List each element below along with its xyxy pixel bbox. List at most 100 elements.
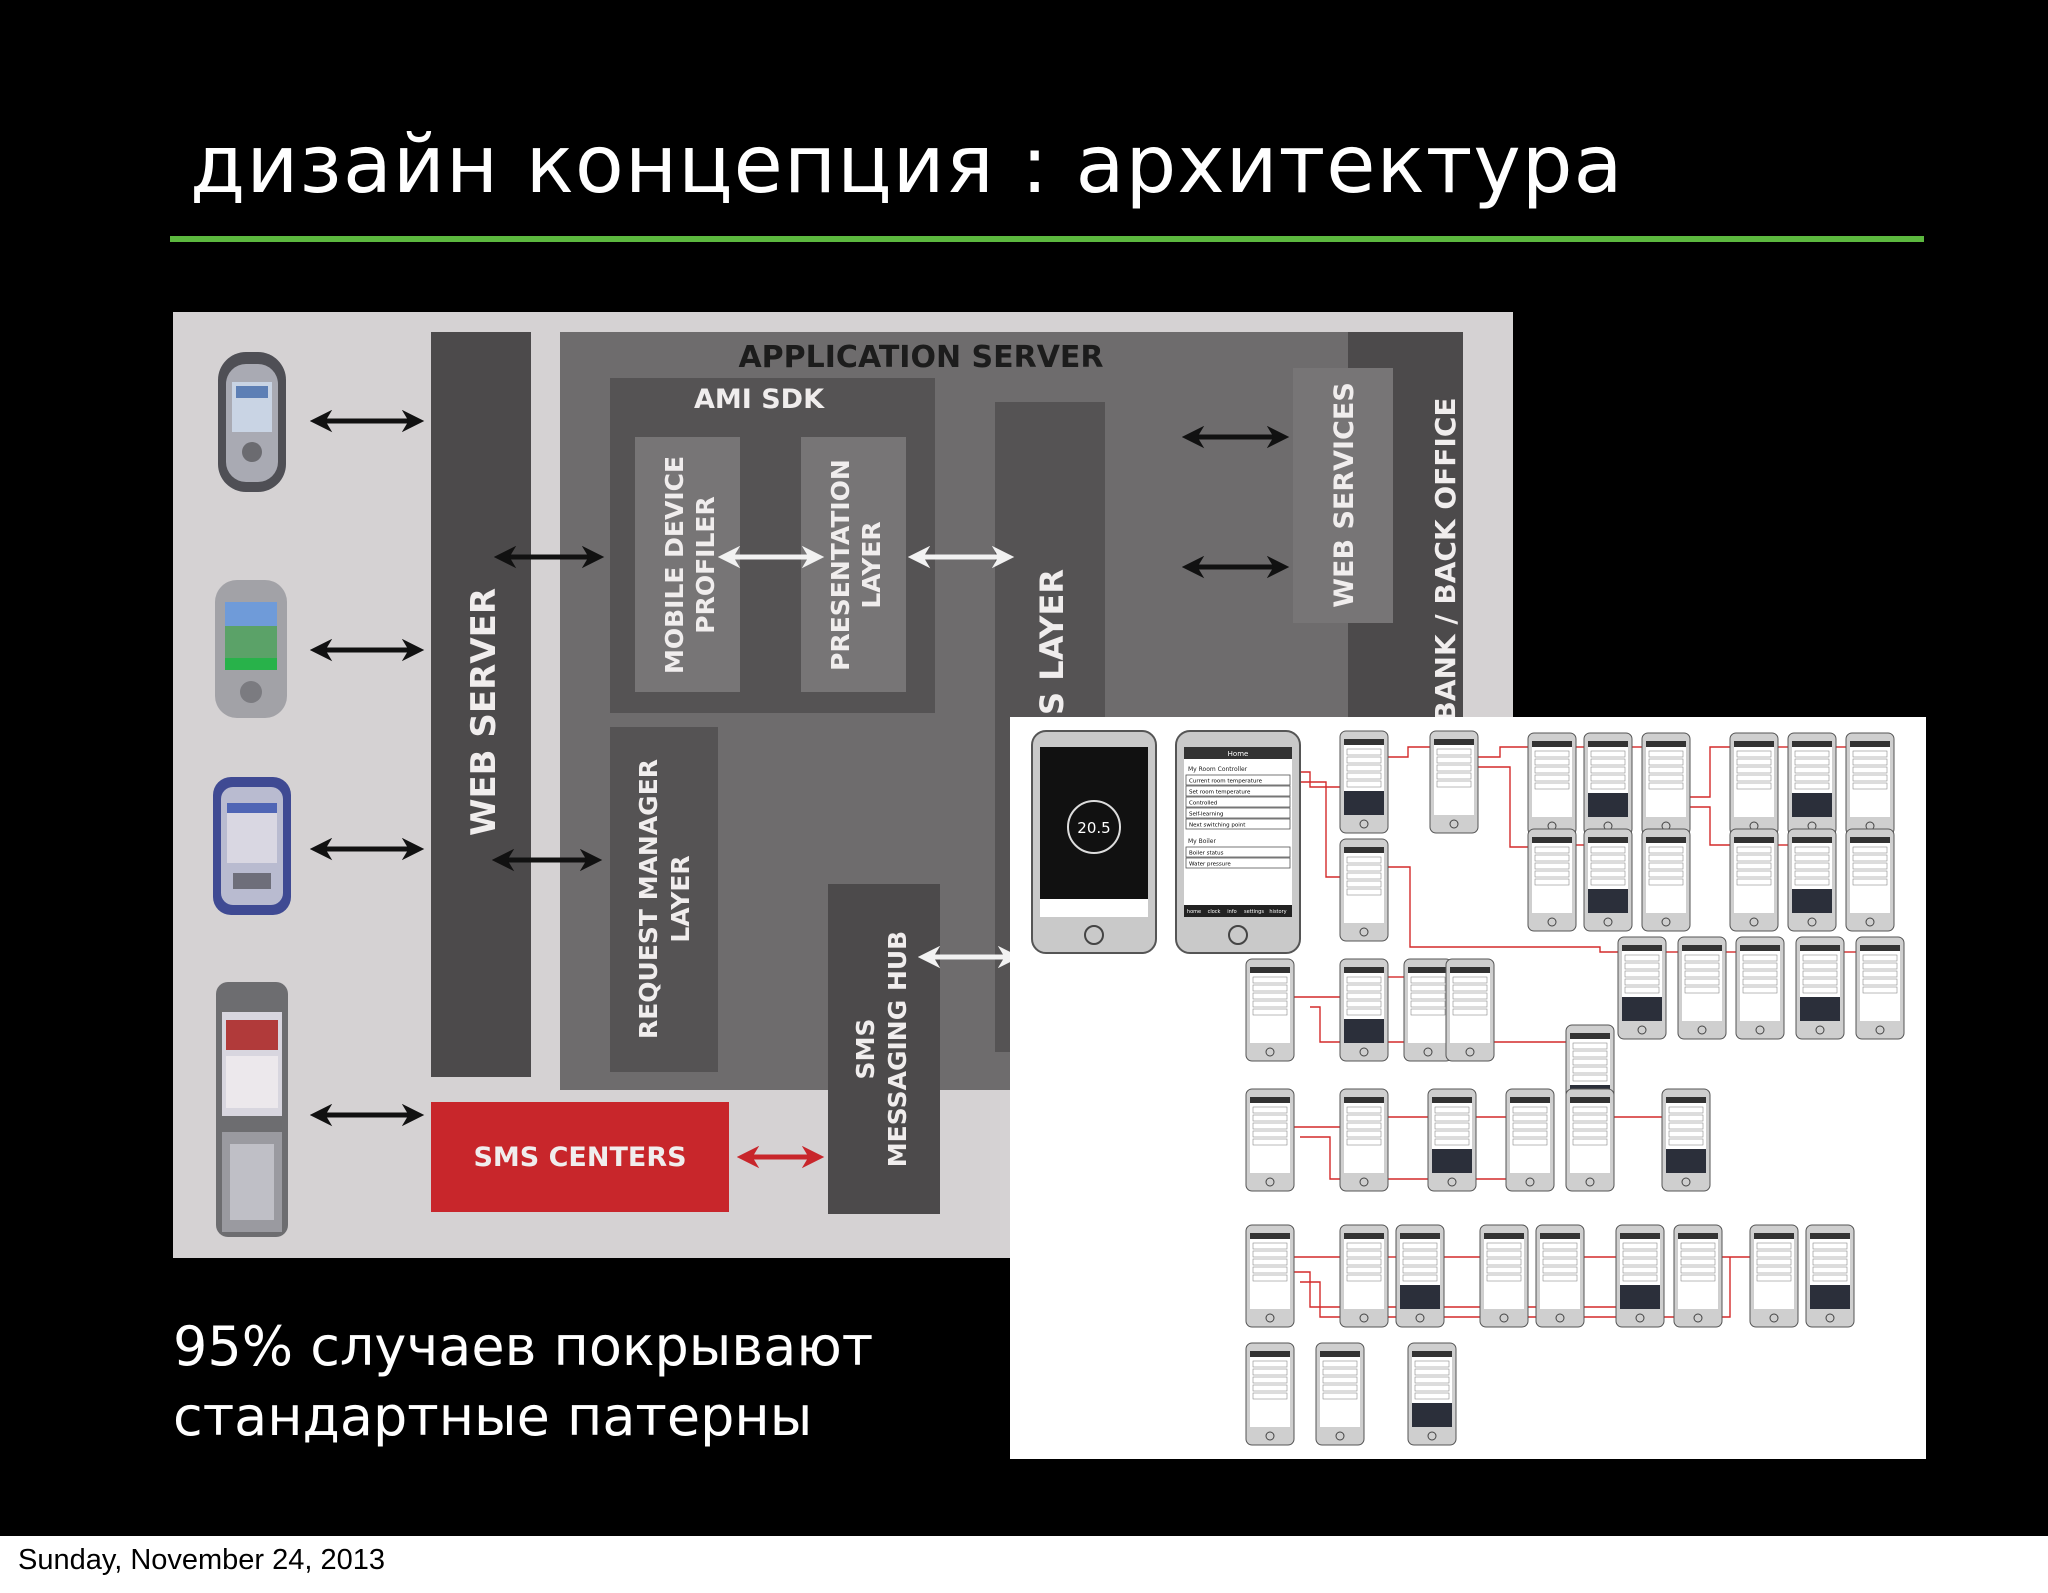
screen-flow-svg: 20.5 Home My Room Controller Current roo… <box>1031 730 1905 1446</box>
pda-icon <box>215 580 287 718</box>
mini-phone <box>1245 1342 1295 1446</box>
web-server-label: WEB SERVER <box>464 588 504 836</box>
bank-back-office-label: BANK / BACK OFFICE <box>1429 397 1462 722</box>
mini-phone <box>1735 936 1785 1040</box>
flow-connector <box>1300 1136 1506 1180</box>
smartphone-icon <box>213 777 291 915</box>
tab-label: info <box>1227 909 1236 915</box>
web-services-block <box>1293 368 1393 623</box>
caption-line-2: стандартные патерны <box>173 1385 813 1448</box>
dial-value: 20.5 <box>1077 819 1110 837</box>
mini-phone <box>1339 730 1389 834</box>
screen-flow-diagram: 20.5 Home My Room Controller Current roo… <box>1010 717 1926 1459</box>
mini-phone <box>1527 828 1577 932</box>
mini-phone <box>1535 1224 1585 1328</box>
mini-phone <box>1805 1224 1855 1328</box>
home-row-label: Set room temperature <box>1189 790 1251 796</box>
flow-connector <box>1388 746 1430 758</box>
boiler-row-label: Boiler status <box>1189 851 1224 857</box>
mini-phone <box>1787 732 1837 836</box>
tab-label: home <box>1187 909 1201 915</box>
boiler-row-label: Water pressure <box>1189 862 1231 868</box>
mini-phone <box>1315 1342 1365 1446</box>
flow-connector <box>1478 746 1528 758</box>
flow-connector <box>1478 766 1528 848</box>
mini-phone-mockups <box>1245 730 1905 1446</box>
room-controller-heading: My Room Controller <box>1188 766 1248 773</box>
flow-connector <box>1690 806 1730 846</box>
home-row-label: Current room temperature <box>1189 779 1263 785</box>
mini-phone <box>1845 732 1895 836</box>
phone-mockup-dial: 20.5 <box>1031 730 1157 954</box>
sms-centers-label: SMS CENTERS <box>473 1142 686 1173</box>
mini-phone <box>1583 828 1633 932</box>
footer-date: Sunday, November 24, 2013 <box>18 1544 386 1576</box>
mini-phone <box>1855 936 1905 1040</box>
mini-phone <box>1845 828 1895 932</box>
flow-connector <box>1282 781 1340 878</box>
tab-bar: home clock info settings history <box>1187 909 1287 915</box>
business-layer-label: S LAYER <box>1033 569 1071 715</box>
slide: дизайн концепция : архитектура APPLICATI… <box>0 0 2048 1536</box>
sms-hub-label-2: MESSAGING HUB <box>883 931 912 1167</box>
sms-messaging-hub-block <box>828 884 940 1214</box>
mini-phone <box>1749 1224 1799 1328</box>
mini-phone <box>1729 732 1779 836</box>
mini-phone <box>1407 1342 1457 1446</box>
web-server-block <box>431 332 531 1077</box>
mini-phone <box>1677 936 1727 1040</box>
flow-connectors <box>1282 746 1856 1318</box>
flow-connector <box>1388 866 1618 953</box>
home-row-label: Next switching point <box>1189 823 1246 829</box>
mini-phone <box>1505 1088 1555 1192</box>
ami-sdk-label: AMI SDK <box>694 384 825 415</box>
sms-centers-block <box>431 1102 729 1212</box>
mini-phone <box>1641 732 1691 836</box>
boiler-heading: My Boiler <box>1188 838 1216 845</box>
architecture-diagram: APPLICATION SERVER WEB SERVER AMI SDK MO… <box>173 312 1513 1258</box>
mini-phone <box>1245 1088 1295 1192</box>
mini-phone <box>1429 730 1479 834</box>
mini-phone <box>1403 958 1453 1062</box>
presentation-layer-label-1: PRESENTATION <box>826 459 855 671</box>
home-row-label: Controlled <box>1189 801 1217 807</box>
tab-label: clock <box>1208 909 1221 915</box>
mini-phone <box>1583 732 1633 836</box>
presentation-layer-label-2: LAYER <box>857 521 886 608</box>
tab-label: settings <box>1244 909 1264 915</box>
home-row-label: Self-learning <box>1189 812 1223 818</box>
mini-phone <box>1615 1224 1665 1328</box>
request-manager-label-2: LAYER <box>666 855 695 942</box>
phone-mockup-home: Home My Room Controller Current room tem… <box>1175 730 1301 954</box>
sms-hub-label-1: SMS <box>851 1019 880 1080</box>
mini-phone <box>1339 1224 1389 1328</box>
home-rows: Current room temperature Set room temper… <box>1185 774 1291 830</box>
slide-caption: 95% случаев покрывают стандартные патерн… <box>173 1312 873 1452</box>
mini-phone <box>1617 936 1667 1040</box>
mini-phone <box>1395 1224 1445 1328</box>
mini-phone <box>1445 958 1495 1062</box>
mini-phone <box>1245 1224 1295 1328</box>
mini-phone <box>1245 958 1295 1062</box>
mini-phone <box>1339 838 1389 942</box>
mini-phone <box>1479 1224 1529 1328</box>
request-manager-label-1: REQUEST MANAGER <box>634 759 663 1039</box>
mobile-device-profiler-label-2: PROFILER <box>691 496 720 633</box>
architecture-diagram-svg: APPLICATION SERVER WEB SERVER AMI SDK MO… <box>213 332 1463 1237</box>
mini-phone <box>1427 1088 1477 1192</box>
mini-phone <box>1641 828 1691 932</box>
web-services-label: WEB SERVICES <box>1329 382 1360 608</box>
flip-phone-icon <box>216 982 288 1237</box>
flow-connector <box>1690 746 1730 798</box>
mini-phone <box>1795 936 1845 1040</box>
caption-line-1: 95% случаев покрывают <box>173 1315 874 1378</box>
phone-icon <box>218 352 286 492</box>
slide-title: дизайн концепция : архитектура <box>190 118 1624 211</box>
flow-connector <box>1300 1257 1731 1318</box>
title-rule <box>170 236 1924 242</box>
mini-phone <box>1527 732 1577 836</box>
mini-phone <box>1787 828 1837 932</box>
request-manager-block <box>610 727 718 1072</box>
mini-phone <box>1661 1088 1711 1192</box>
home-screen-title: Home <box>1228 750 1249 758</box>
